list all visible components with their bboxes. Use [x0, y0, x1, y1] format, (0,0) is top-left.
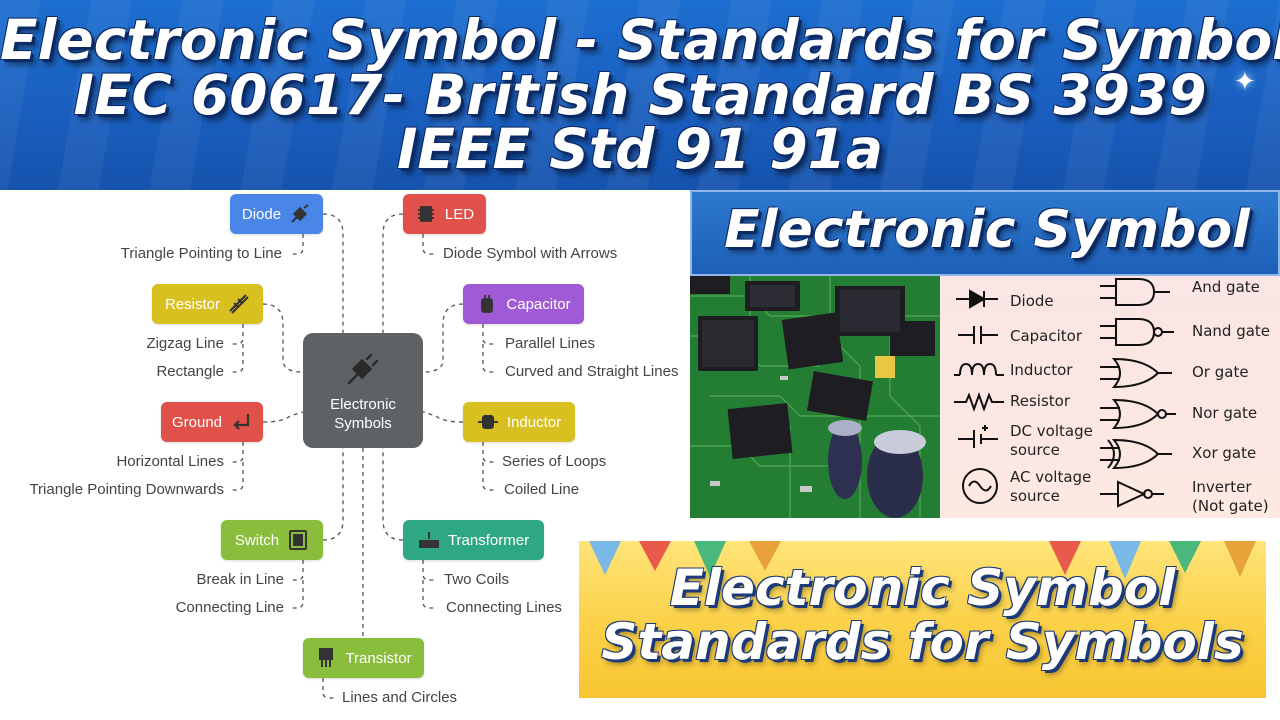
leaf-diode-1: Triangle Pointing to Line — [120, 245, 282, 262]
center-node-electronic-symbols[interactable]: Electronic Symbols — [303, 333, 423, 448]
node-diode-label: Diode — [241, 205, 282, 223]
bunting-flag — [694, 541, 726, 577]
gate-label-nand: Nand gate — [1192, 322, 1271, 340]
symbol-label-ac-2: source — [1010, 487, 1060, 505]
bunting-flag — [1224, 541, 1256, 577]
gate-label-and: And gate — [1192, 278, 1260, 296]
symbol-label-ac-1: AC voltage — [1010, 468, 1092, 486]
mind-map-connectors — [230, 213, 496, 699]
title-line-3: IEEE Std 91 91a — [396, 117, 884, 181]
bunting-flag — [1049, 541, 1081, 575]
resistor-symbol-icon — [954, 392, 1004, 412]
leaf-transistor-1: Lines and Circles — [342, 689, 458, 706]
gate-label-xor: Xor gate — [1192, 444, 1257, 462]
standards-banner-line-1: Electronic Symbol — [669, 559, 1176, 617]
symbol-label-inductor: Inductor — [1010, 361, 1073, 379]
node-inductor-label: Inductor — [506, 413, 562, 431]
electronic-symbol-panel: Electronic Symbol — [690, 190, 1280, 518]
plug-icon — [291, 204, 309, 223]
node-transformer[interactable]: Transformer — [403, 520, 544, 560]
center-node-label-1: Electronic — [330, 395, 396, 413]
inductor-symbol-icon — [954, 362, 1004, 376]
gate-label-inverter-2: (Not gate) — [1192, 497, 1269, 515]
diode-symbol-icon — [956, 289, 998, 309]
switch-icon — [289, 530, 308, 550]
symbol-label-dc-2: source — [1010, 441, 1060, 459]
leaf-ground-2: Triangle Pointing Downwards — [29, 481, 224, 498]
or-gate-symbol-icon — [1100, 357, 1172, 389]
gate-label-or: Or gate — [1192, 363, 1249, 381]
node-switch[interactable]: Switch — [221, 520, 323, 560]
and-gate-symbol-icon — [1100, 278, 1170, 306]
center-node-label-2: Symbols — [334, 414, 392, 432]
inverter-symbol-icon — [1100, 480, 1164, 508]
banner-background — [0, 0, 1280, 190]
symbol-panel-title: Electronic Symbol — [724, 200, 1250, 260]
symbol-label-diode: Diode — [1010, 292, 1054, 310]
leaf-switch-1: Break in Line — [196, 571, 284, 588]
capacitor-symbol-icon — [958, 326, 998, 344]
standards-banner: Electronic Symbol Standards for Symbols — [579, 541, 1266, 698]
node-ground[interactable]: Ground — [161, 402, 263, 442]
xor-gate-symbol-icon — [1100, 438, 1172, 470]
resistor-icon — [229, 294, 249, 314]
mind-map: Electronic Symbols Diode Triangle Pointi… — [0, 190, 690, 720]
gate-label-nor: Nor gate — [1192, 404, 1258, 422]
node-transistor-label: Transistor — [345, 649, 412, 667]
node-resistor[interactable]: Resistor — [152, 284, 263, 324]
node-capacitor[interactable]: Capacitor — [463, 284, 584, 324]
symbol-label-dc-1: DC voltage — [1010, 422, 1093, 440]
node-capacitor-label: Capacitor — [506, 295, 571, 313]
leaf-capacitor-1: Parallel Lines — [505, 335, 596, 352]
return-arrow-icon — [233, 414, 250, 430]
bunting-flag — [589, 541, 621, 575]
node-switch-label: Switch — [234, 531, 280, 549]
leaf-led-1: Diode Symbol with Arrows — [443, 245, 618, 262]
leaf-inductor-2: Coiled Line — [504, 481, 580, 498]
gate-label-inverter-1: Inverter — [1192, 478, 1252, 496]
bunting-flag — [749, 541, 781, 571]
leaf-capacitor-2: Curved and Straight Lines — [505, 363, 679, 380]
node-inductor[interactable]: Inductor — [463, 402, 575, 442]
node-diode[interactable]: Diode — [230, 194, 323, 234]
nand-gate-symbol-icon — [1100, 318, 1174, 346]
bunting-flag — [639, 541, 671, 571]
node-resistor-label: Resistor — [164, 295, 220, 313]
circuit-board-illustration — [690, 276, 940, 518]
symbol-label-resistor: Resistor — [1010, 392, 1070, 410]
plug-icon — [347, 353, 379, 384]
leaf-ground-1: Horizontal Lines — [116, 453, 224, 470]
dc-source-symbol-icon — [958, 425, 998, 448]
leaf-inductor-1: Series of Loops — [502, 453, 607, 470]
node-transformer-label: Transformer — [447, 531, 530, 549]
title-line-2: IEC 60617- British Standard BS 3939 — [73, 63, 1207, 127]
circuit-board-image — [690, 276, 940, 518]
capacitor-icon — [481, 295, 494, 313]
inductor-icon — [477, 415, 498, 429]
transformer-icon — [418, 532, 439, 548]
leaf-resistor-2: Rectangle — [156, 363, 224, 380]
node-led[interactable]: LED — [403, 194, 486, 234]
title-banner: Electronic Symbol - Standards for Symbol… — [0, 0, 1280, 190]
leaf-switch-2: Connecting Line — [175, 599, 284, 616]
symbol-legend: Diode Capacitor Inductor Resistor DC vol… — [940, 276, 1280, 518]
bunting-flag — [1109, 541, 1141, 579]
node-ground-label: Ground — [171, 413, 223, 431]
symbol-panel-header: Electronic Symbol — [690, 190, 1280, 276]
standards-banner-line-2: Standards for Symbols — [601, 613, 1244, 671]
leaf-resistor-1: Zigzag Line — [146, 335, 224, 352]
leaf-transformer-2: Connecting Lines — [446, 599, 562, 616]
ac-source-symbol-icon — [962, 468, 998, 504]
node-led-label: LED — [444, 205, 475, 223]
bunting-flag — [1169, 541, 1201, 573]
symbol-label-capacitor: Capacitor — [1010, 327, 1083, 345]
leaf-transformer-1: Two Coils — [444, 571, 510, 588]
sparkle-icon: ✦ — [1234, 66, 1256, 96]
chip-icon — [417, 206, 434, 222]
node-transistor[interactable]: Transistor — [303, 638, 424, 678]
transistor-icon — [319, 648, 334, 667]
title-line-1: Electronic Symbol - Standards for Symbol… — [0, 8, 1280, 72]
nor-gate-symbol-icon — [1100, 398, 1176, 430]
